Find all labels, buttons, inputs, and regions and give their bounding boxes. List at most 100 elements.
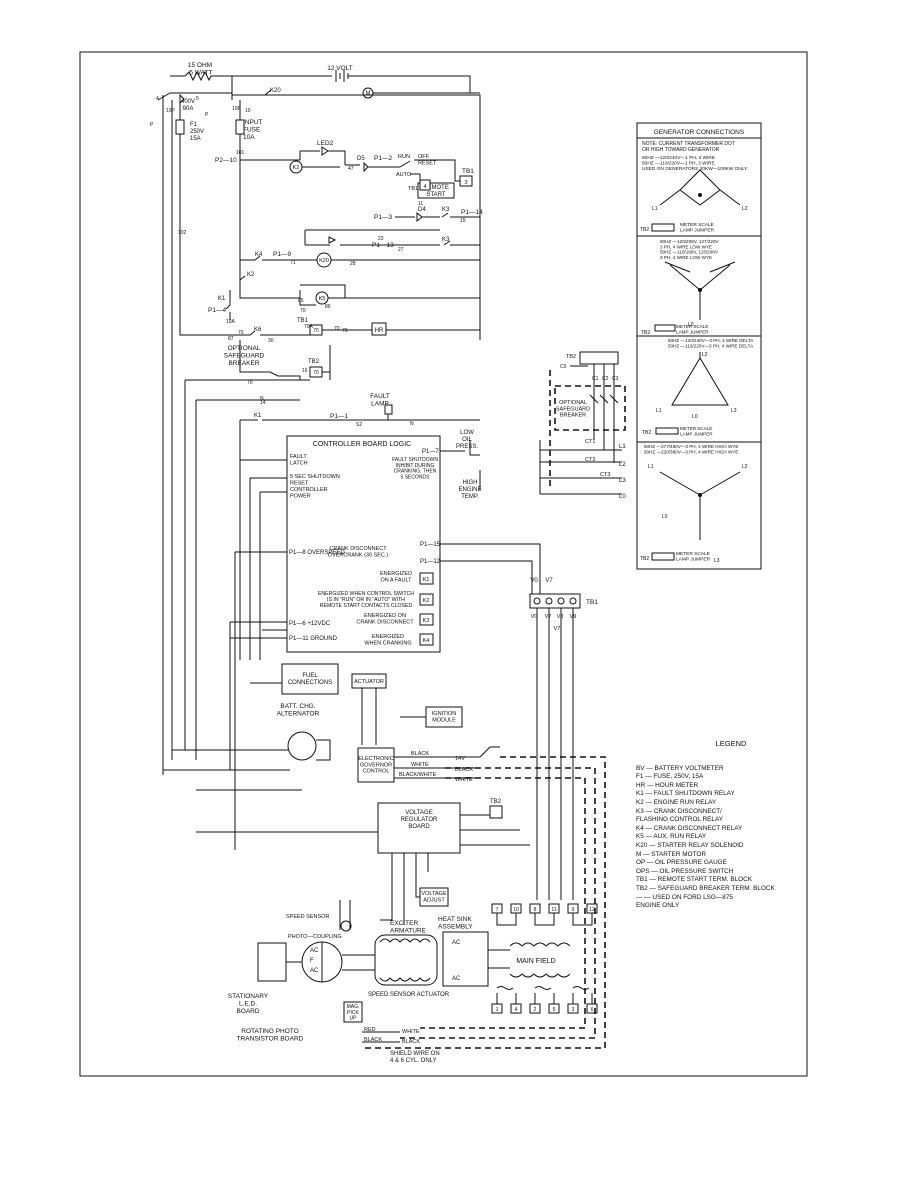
k5-label: K5	[319, 296, 326, 302]
legend-item: K1 — FAULT SHUTDOWN RELAY	[636, 790, 735, 798]
wire-number: 16	[302, 368, 308, 374]
red-wire-label: RED	[364, 1027, 376, 1033]
wire-number: 70	[300, 308, 306, 314]
legend-item: TB2 — SAFEGUARD BREAKER TERM. BLOCK	[636, 884, 775, 892]
motor-label: M	[366, 91, 371, 97]
gov-bw-label: BLACK/WHITE	[399, 772, 437, 778]
svg-text:AC: AC	[452, 976, 461, 982]
c0-label: C0	[560, 364, 567, 370]
legend-item: K20 — STARTER RELAY SOLENOID	[636, 841, 744, 849]
tb1-block	[529, 593, 581, 609]
p1-15-label: P1—15	[420, 542, 441, 548]
svg-text:12: 12	[589, 907, 595, 913]
svg-text:L0: L0	[662, 514, 668, 520]
k3-mid-label: K3	[442, 237, 450, 243]
gov-white-label-2: WHITE	[455, 777, 473, 783]
svg-text:L0: L0	[688, 322, 694, 328]
tb1-mid-label: TB1	[297, 318, 309, 324]
line-l2: L2	[619, 462, 626, 468]
resistor-label: 15 OHM.5 WATT	[188, 62, 213, 76]
svg-text:TB2: TB2	[640, 556, 649, 562]
svg-text:6: 6	[591, 1007, 594, 1013]
mag-pickup-box	[343, 1001, 363, 1023]
wire-number: 70	[247, 380, 253, 386]
alternator-label: BATT. CHG.ALTERNATOR	[277, 703, 320, 717]
d4-label: D4	[418, 207, 426, 213]
wire-number: 10	[245, 108, 251, 114]
k4-contact-label: K4	[255, 252, 263, 258]
wire-number: P	[150, 122, 154, 128]
hour-meter	[371, 322, 387, 336]
svg-text:L1: L1	[652, 206, 658, 212]
field-terminals: 7 10 8 11 9 12 1 4 2 5 3 6	[491, 903, 598, 1014]
svg-text:TB2: TB2	[641, 330, 650, 336]
svg-text:K2: K2	[293, 165, 300, 171]
wire-number: 87	[228, 336, 234, 342]
k1-fault-label: K1	[254, 413, 262, 419]
wire-number: 14	[260, 400, 266, 406]
c2-label: C2	[602, 376, 609, 382]
heat-sink-box	[442, 931, 489, 987]
svg-text:4: 4	[515, 1007, 518, 1013]
wire-number: 10P	[232, 106, 242, 112]
k20-contact-label: K20	[270, 88, 281, 94]
p2-10-label: P2—10	[215, 157, 237, 164]
relay-boxes: K1 K2 K3 K4	[419, 572, 434, 646]
gov-black-label-2: BLACK	[455, 767, 473, 773]
tb1-block-label: TB1	[586, 599, 598, 606]
c3-label: C3	[612, 376, 619, 382]
tb1-top-label: TB1	[462, 168, 474, 175]
actuator-box	[351, 673, 387, 689]
k2-contact-label: K2	[247, 272, 255, 278]
wire-number: N	[260, 396, 264, 402]
svg-text:4: 4	[423, 184, 426, 190]
wire-number: 4	[156, 96, 159, 102]
tb1-terminal-block: V0 V7 TB1 V0 V7 V8 V9 V7	[529, 578, 598, 900]
relay-k1: K1	[423, 577, 430, 583]
svg-text:L2: L2	[702, 352, 708, 358]
alternator-icon	[287, 731, 317, 761]
k6-label: K6	[254, 327, 262, 333]
svg-text:1: 1	[496, 1007, 499, 1013]
legend-item: F1 — FUSE, 250V, 15A	[636, 773, 704, 781]
svg-text:5: 5	[553, 1007, 556, 1013]
controller-board-box	[286, 435, 441, 653]
generator-connections-panel: GENERATOR CONNECTIONS NOTE: CURRENT TRAN…	[636, 122, 762, 570]
svg-text:K20: K20	[319, 258, 329, 264]
voltage-regulator-box	[377, 802, 461, 854]
actuator-label: ACTUATOR	[354, 679, 384, 685]
legend-item: ENGINE ONLY	[636, 902, 680, 910]
legend-item: K3 — CRANK DISCONNECT/	[636, 807, 722, 815]
right-tb2-label: TB2	[566, 354, 576, 360]
svg-text:2: 2	[534, 1007, 537, 1013]
svg-text:11: 11	[551, 907, 556, 913]
wire-number: 70	[238, 330, 244, 336]
ct2-label: CT2	[585, 457, 595, 463]
svg-text:AC: AC	[310, 948, 319, 954]
gov-white-label: WHITE	[411, 762, 429, 768]
black-wire-label-2: BLACK	[402, 1039, 420, 1045]
p1-12-label: P1—12	[420, 559, 441, 565]
svg-text:V7: V7	[545, 578, 553, 584]
svg-text:L3: L3	[731, 408, 737, 414]
legend-item: K4 — CRANK DISCONNECT RELAY	[636, 824, 743, 832]
